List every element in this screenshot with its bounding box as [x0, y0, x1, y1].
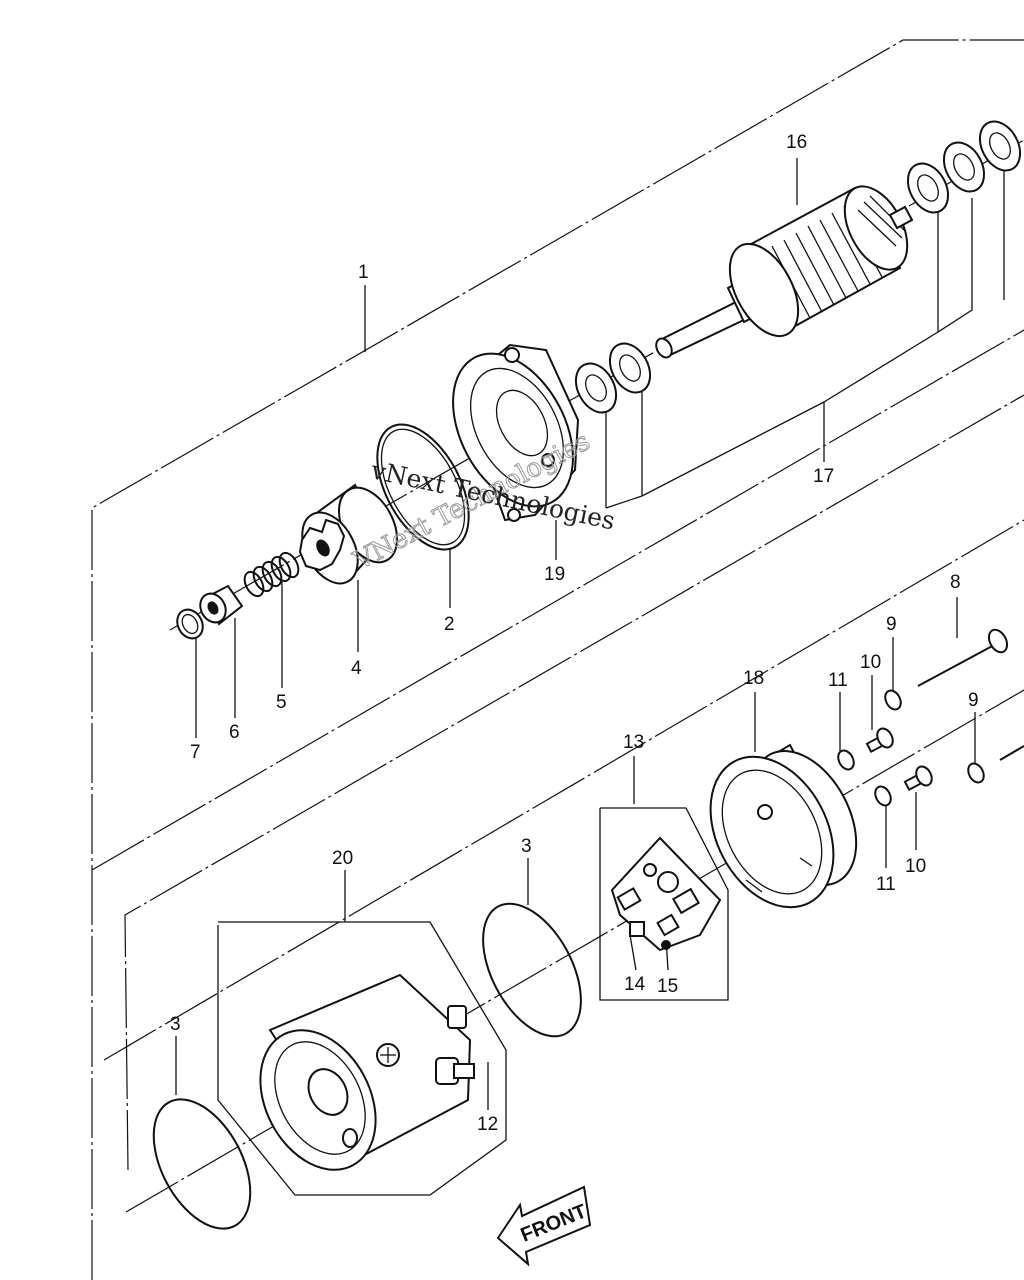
part-19-front-cover [452, 343, 580, 522]
part-17-washers-rear [906, 120, 1022, 214]
callout-9-upper: 9 [886, 614, 897, 635]
callout-12: 12 [477, 1114, 498, 1135]
callout-14: 14 [624, 974, 646, 995]
part-16-armature [655, 185, 914, 359]
diagram-frame [91, 39, 1024, 1280]
callout-20: 20 [332, 848, 353, 869]
callout-4: 4 [351, 658, 362, 679]
callout-18: 18 [743, 668, 764, 689]
callout-13: 13 [623, 732, 644, 753]
part-20-yoke-group [217, 921, 507, 1196]
callout-10-lower: 10 [905, 856, 926, 877]
callout-6: 6 [229, 722, 240, 743]
part-11-washers [837, 749, 892, 807]
armature-windings [771, 205, 883, 319]
callout-16: 16 [786, 132, 807, 153]
callout-2: 2 [444, 614, 455, 635]
part-17-washers-front [574, 342, 652, 414]
part-6-collar [199, 584, 244, 626]
callout-19: 19 [544, 564, 565, 585]
callout-9-lower: 9 [968, 690, 979, 711]
part-8-through-bolt [917, 628, 1024, 761]
part-9-washers [884, 689, 985, 784]
part-13-brush-holder-group [599, 807, 729, 1001]
callout-7: 7 [190, 742, 201, 763]
callout-3-left: 3 [170, 1014, 181, 1035]
part-12-terminal [435, 1005, 475, 1085]
callout-11-upper: 11 [828, 670, 848, 691]
part-7-circlip [176, 608, 204, 640]
callout-11-lower: 11 [876, 874, 896, 895]
part-4-pinion-clutch [298, 483, 398, 585]
callout-15: 15 [657, 976, 678, 997]
callout-8: 8 [950, 572, 961, 593]
part-3-o-ring-middle [482, 902, 582, 1038]
callout-10-upper: 10 [860, 652, 881, 673]
part-5-spring [243, 551, 300, 598]
part-3-o-ring-left [152, 1098, 252, 1230]
leader-lines [175, 158, 1005, 1110]
front-direction-arrow: FRONT [496, 1185, 592, 1267]
callout-numbers: 1 2 3 3 3 4 5 6 7 8 9 9 10 10 11 11 12 1… [170, 132, 979, 1135]
part-2-o-ring [376, 423, 470, 551]
assembly-axes [125, 139, 1024, 1213]
part-10-screws [865, 727, 933, 792]
callout-17: 17 [813, 466, 834, 487]
callout-3-middle: 3 [521, 836, 532, 857]
part-18-rear-cover [709, 743, 858, 909]
callout-5: 5 [276, 692, 287, 713]
callout-1: 1 [358, 262, 369, 283]
